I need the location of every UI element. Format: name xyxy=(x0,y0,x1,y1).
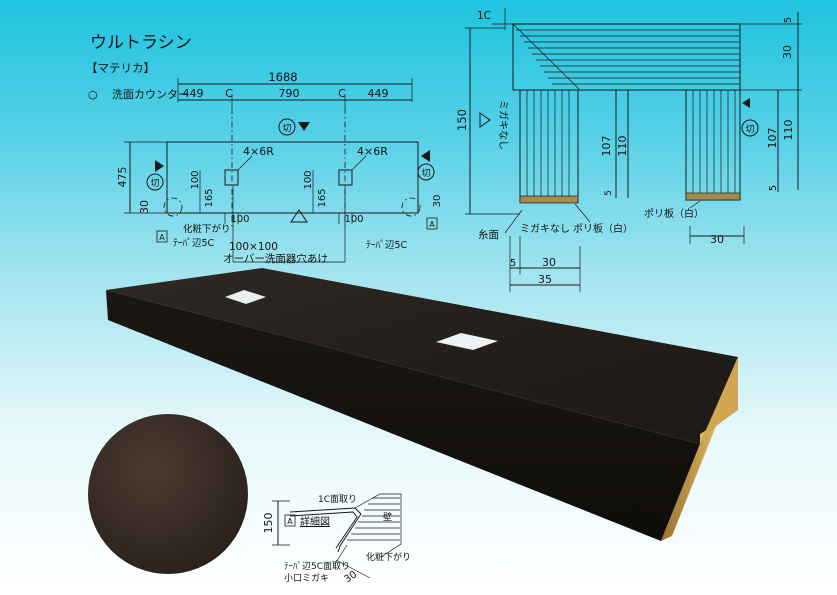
detail-ref-left: A xyxy=(159,233,165,242)
detail-title: 詳細図 xyxy=(300,515,330,528)
dim-top-band: 30 xyxy=(781,45,794,59)
arrow-left-icon xyxy=(421,150,430,162)
corner-note-right: ﾃｰﾊﾟ辺5C xyxy=(366,240,408,251)
dim-inner-110-left: 110 xyxy=(616,136,629,157)
cut-mark-left: 切 xyxy=(150,178,159,189)
dim-inner-107-right: 107 xyxy=(766,128,779,149)
dim-basin-size-right: 100 xyxy=(303,170,314,189)
poly-board-right: ポリ板（白） xyxy=(644,207,704,220)
dim-segment-left: 449 xyxy=(183,87,204,100)
cut-mark-top: 切 xyxy=(282,123,291,134)
dim-depth-small-right: 30 xyxy=(432,195,443,208)
chamfer-top-label: 1C xyxy=(477,10,491,22)
dim-inner-107-left: 107 xyxy=(600,136,613,157)
detail-drop-note: 化粧下がり xyxy=(366,551,411,563)
plan-view-drawing: 1688 449 C 790 C 449 切 475 30 切 切 30 A xyxy=(116,70,443,265)
no-polish-bottom: ミガキなし xyxy=(520,223,570,235)
poly-board-left: ポリ板（白） xyxy=(573,222,633,235)
dim-basin-offset-right: 165 xyxy=(317,188,328,207)
category-label: 【マテリカ】 xyxy=(86,61,155,75)
dim-depth: 475 xyxy=(116,167,129,188)
cut-mark-section: 切 xyxy=(745,124,754,135)
detail-view-drawing: 150 A 詳細図 1C面取り 壁 化粧下がり ﾃｰﾊﾟ辺5C面取り 小口ミガキ… xyxy=(262,493,411,585)
dim-basin-size-left: 100 xyxy=(190,170,201,189)
basin-hole-right xyxy=(436,333,498,350)
corner-radius-right: 4×6R xyxy=(357,145,388,158)
detail-height: 150 xyxy=(262,513,275,534)
hole-note-text: オーバー洗面器穴あけ xyxy=(223,252,328,265)
arrow-right-icon xyxy=(155,160,164,172)
dim-bottom-5: 5 xyxy=(510,258,516,269)
dim-basin-bottom-left: 100 xyxy=(230,214,249,225)
corner-note-left-2: ﾃｰﾊﾟ辺5C xyxy=(173,238,215,249)
no-polish-label: ミガキなし xyxy=(497,100,509,150)
corner-radius-left: 4×6R xyxy=(243,145,274,158)
arrow-down-icon xyxy=(298,122,310,131)
dim-segment-right: 449 xyxy=(368,87,389,100)
basin-hole-left xyxy=(225,290,266,304)
face-label: 糸面 xyxy=(478,229,499,241)
dim-bottom-30: 30 xyxy=(542,256,556,269)
detail-edge-note-1: ﾃｰﾊﾟ辺5C面取り xyxy=(284,561,350,572)
arrow-left-icon-2 xyxy=(742,98,750,108)
item-name: 洗面カウンター xyxy=(112,88,189,101)
section-view-drawing: 1C xyxy=(455,8,802,292)
bullet-circle-icon: ○ xyxy=(88,88,98,101)
dim-top-thickness: 5 xyxy=(783,17,794,23)
center-mark-left: C xyxy=(225,87,233,100)
wall-label: 壁 xyxy=(383,511,392,523)
dim-right-30: 30 xyxy=(710,233,724,246)
detail-chamfer-note: 1C面取り xyxy=(318,494,357,505)
dim-bottom-35: 35 xyxy=(538,273,552,286)
triangle-right-icon xyxy=(479,112,491,128)
dim-bottom-5-left: 5 xyxy=(604,190,614,196)
dim-basin-offset-left: 165 xyxy=(204,188,215,207)
dim-segment-middle: 790 xyxy=(279,87,300,100)
hole-note-size: 100×100 xyxy=(229,241,278,253)
dim-bottom-5-right: 5 xyxy=(768,185,779,191)
detail-edge-note-2: 小口ミガキ xyxy=(284,573,329,584)
material-swatch xyxy=(88,414,248,574)
dim-total-width: 1688 xyxy=(268,70,297,84)
detail-ref-right: A xyxy=(429,220,435,229)
header: ウルトラシン 【マテリカ】 ○ 洗面カウンター xyxy=(86,33,192,101)
dim-height-total: 150 xyxy=(455,109,469,131)
dim-inner-110-right: 110 xyxy=(782,120,795,141)
front-triangle-icon xyxy=(290,209,308,223)
product-name: ウルトラシン xyxy=(90,33,192,53)
detail-title-ref: A xyxy=(287,517,293,526)
dim-depth-small: 30 xyxy=(138,200,151,214)
cut-mark-right: 切 xyxy=(421,168,430,179)
counter-render xyxy=(106,268,738,541)
dim-basin-bottom-right: 100 xyxy=(344,214,363,225)
center-mark-right: C xyxy=(338,87,346,100)
corner-note-left: 化粧下がり xyxy=(183,223,231,235)
